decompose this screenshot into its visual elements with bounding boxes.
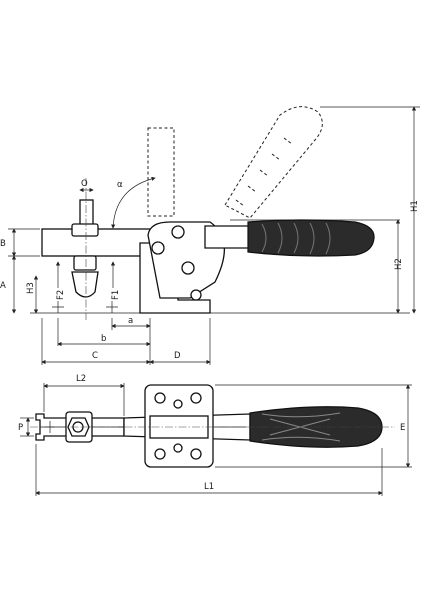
pivot-pin-2 bbox=[151, 241, 165, 255]
top-spindle bbox=[65, 411, 93, 443]
bottom-nut bbox=[73, 255, 97, 271]
handle-open-ribs bbox=[235, 137, 293, 207]
label-a: a bbox=[128, 316, 133, 326]
label-p: P bbox=[18, 423, 23, 433]
pivot-pin-4 bbox=[190, 289, 202, 301]
pivot-pin-1 bbox=[171, 225, 185, 239]
side-view: B A H3 F2 F1 O α a b C D H2 H1 bbox=[0, 106, 420, 365]
pivot-pin-3 bbox=[181, 261, 195, 275]
label-f2: F2 bbox=[56, 290, 66, 300]
top-handle-texture bbox=[261, 412, 341, 442]
label-a-vertical: A bbox=[0, 281, 6, 291]
mount-mark-1 bbox=[52, 301, 64, 313]
label-h1: H1 bbox=[410, 200, 420, 212]
handle-grip bbox=[247, 219, 375, 257]
top-nut bbox=[71, 223, 99, 237]
label-b: B bbox=[0, 239, 6, 249]
opening-angle-arc bbox=[111, 176, 156, 229]
top-base-hole-3 bbox=[154, 448, 166, 460]
mount-marks bbox=[52, 301, 118, 313]
label-h2: H2 bbox=[394, 258, 404, 270]
top-base-hole-4 bbox=[190, 448, 202, 460]
label-l1: L1 bbox=[204, 482, 214, 492]
label-h3: H3 bbox=[26, 282, 36, 294]
label-c: C bbox=[92, 351, 98, 361]
top-view: L2 P E L1 bbox=[18, 374, 412, 496]
spindle-assembly bbox=[71, 178, 99, 320]
label-o: O bbox=[81, 179, 88, 189]
label-d: D bbox=[174, 351, 181, 361]
top-base-hole-5 bbox=[173, 399, 183, 409]
handle-open-position bbox=[224, 106, 323, 219]
label-f1: F1 bbox=[111, 290, 121, 300]
top-base-hole-2 bbox=[190, 392, 202, 404]
label-b-horizontal: b bbox=[101, 334, 106, 344]
mount-mark-2 bbox=[106, 301, 118, 313]
spindle-rubber-tip bbox=[71, 271, 99, 298]
label-l2: L2 bbox=[76, 374, 86, 384]
label-e: E bbox=[400, 423, 405, 433]
label-alpha: α bbox=[117, 180, 123, 190]
top-base-hole-6 bbox=[173, 443, 183, 453]
handle-grip-ribs bbox=[261, 222, 331, 255]
top-base-hole-1 bbox=[154, 392, 166, 404]
arm-open-position bbox=[147, 127, 175, 217]
